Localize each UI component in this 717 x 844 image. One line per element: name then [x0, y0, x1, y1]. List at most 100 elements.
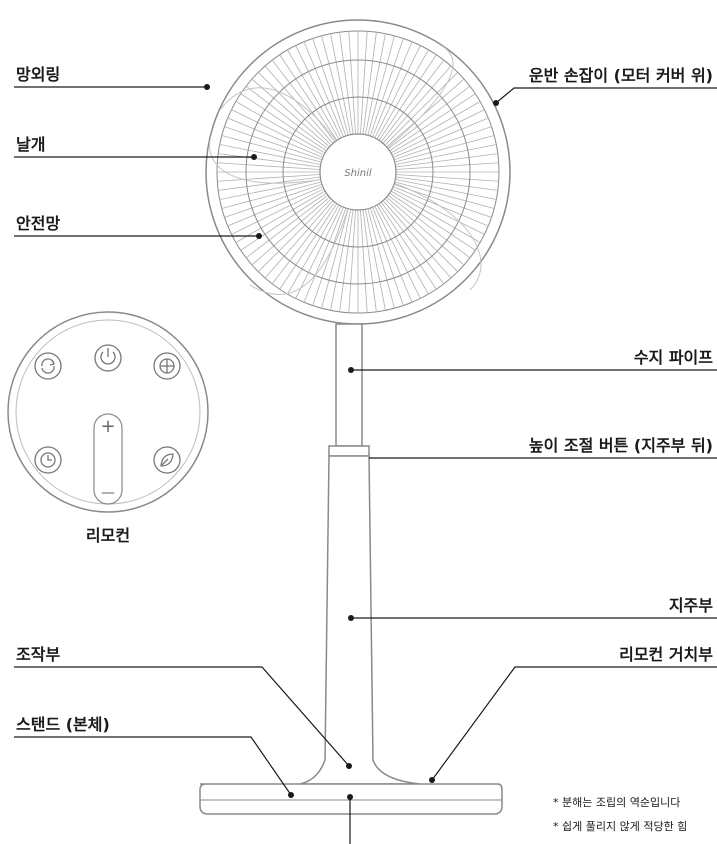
mode-icon [153, 352, 181, 380]
mesh-spoke [382, 65, 452, 144]
hub [319, 133, 397, 211]
mesh-spoke [240, 192, 327, 251]
mesh-spoke [389, 192, 476, 251]
mesh-spoke [271, 201, 336, 285]
mesh-spoke [362, 32, 377, 135]
volume-rocker [93, 413, 123, 505]
mesh-spoke [360, 209, 368, 313]
pillar-shape [299, 455, 421, 785]
mesh-spoke [227, 186, 324, 227]
mesh-spoke [365, 209, 386, 311]
brand-logo: Shinil [344, 168, 372, 179]
leaf-icon [153, 446, 181, 474]
mesh-spoke [321, 208, 349, 309]
mesh-spoke [348, 31, 356, 135]
mesh-spoke [387, 85, 471, 150]
mesh-spoke [348, 209, 356, 313]
height-collar [328, 445, 370, 457]
resin-pipe-shape [335, 323, 363, 447]
mesh-spoke [374, 45, 421, 139]
mesh-spoke [235, 190, 326, 243]
label-height-button: 높이 조절 버튼 (지주부 뒤) [529, 436, 713, 455]
mesh-spoke [217, 162, 321, 170]
mesh-spoke [395, 176, 498, 191]
mesh-spoke [221, 135, 322, 163]
mesh-spoke [395, 153, 498, 168]
leader-lines [14, 86, 717, 844]
mesh-spoke [384, 72, 458, 146]
mesh-spoke [390, 101, 481, 154]
mesh-spoke [378, 54, 437, 141]
label-control-panel: 조작부 [16, 645, 60, 664]
label-handle: 운반 손잡이 (모터 커버 위) [529, 66, 713, 85]
mesh-spokes [217, 31, 499, 313]
mesh-spoke [219, 179, 321, 200]
mesh-spoke [219, 144, 321, 165]
mesh-spoke [264, 65, 334, 144]
mesh-spoke [303, 206, 344, 303]
power-icon [94, 344, 122, 372]
mesh-spoke [295, 205, 342, 299]
timer-icon [34, 446, 62, 474]
mesh-spoke [376, 49, 429, 140]
mesh-spoke [339, 209, 354, 312]
remote-control: + — [7, 311, 209, 513]
remote-body [7, 311, 209, 513]
mesh-spoke [367, 35, 395, 136]
mesh-spoke [391, 188, 485, 235]
mesh-spoke [227, 117, 324, 158]
minus-button: — [101, 485, 115, 501]
mesh-spoke [240, 93, 327, 152]
mesh-spoke [303, 41, 344, 138]
mesh-spoke [235, 101, 326, 154]
mesh-spoke [321, 35, 349, 136]
mesh-spoke [221, 181, 322, 209]
mesh-ring-2 [245, 59, 471, 285]
leader-dots [204, 84, 499, 800]
mesh-spoke [245, 85, 329, 150]
note-disassembly: * 분해는 조립의 역순입니다 [553, 795, 680, 809]
mesh-spoke [287, 204, 340, 295]
mesh-spoke [386, 78, 465, 148]
mesh-spoke [392, 117, 489, 158]
mesh-spoke [251, 196, 330, 266]
label-remote-holder: 리모컨 거치부 [619, 645, 713, 664]
mesh-spoke [295, 45, 342, 139]
mesh-spoke [231, 188, 325, 235]
fan-body [199, 323, 503, 815]
label-mesh-ring: 망외링 [16, 65, 60, 84]
mesh-spoke [394, 181, 495, 209]
fan-head: Shinil [205, 19, 511, 325]
mesh-spoke [374, 205, 421, 299]
mesh-ring-3 [282, 96, 434, 248]
mesh-spoke [386, 196, 465, 266]
label-blade: 날개 [16, 135, 45, 154]
label-stand: 스탠드 (본체) [16, 715, 110, 734]
mesh-spoke [376, 204, 429, 295]
mesh-spoke [372, 206, 413, 303]
mesh-spoke [287, 49, 340, 140]
mesh-spoke [279, 203, 338, 290]
mesh-spoke [217, 174, 321, 182]
mesh-spoke [395, 174, 499, 182]
mesh-spoke [384, 198, 458, 272]
mesh-spoke [218, 176, 321, 191]
mesh-spoke [391, 109, 485, 156]
mesh-spoke [380, 59, 445, 143]
plus-button: + [100, 416, 115, 437]
mesh-spoke [390, 190, 481, 243]
mesh-spoke [279, 54, 338, 141]
mesh-spoke [387, 194, 471, 259]
label-safety-net: 안전망 [16, 214, 60, 233]
mesh-spoke [218, 153, 321, 168]
remote-label: 리모컨 [86, 526, 130, 545]
rotate-icon [34, 352, 62, 380]
mesh-spoke [380, 201, 445, 285]
mesh-spoke [231, 109, 325, 156]
mesh-spoke [395, 162, 499, 170]
mesh-spoke [362, 209, 377, 312]
mesh-spoke [378, 203, 437, 290]
mesh-spoke [271, 59, 336, 143]
mesh-spoke [264, 200, 334, 279]
